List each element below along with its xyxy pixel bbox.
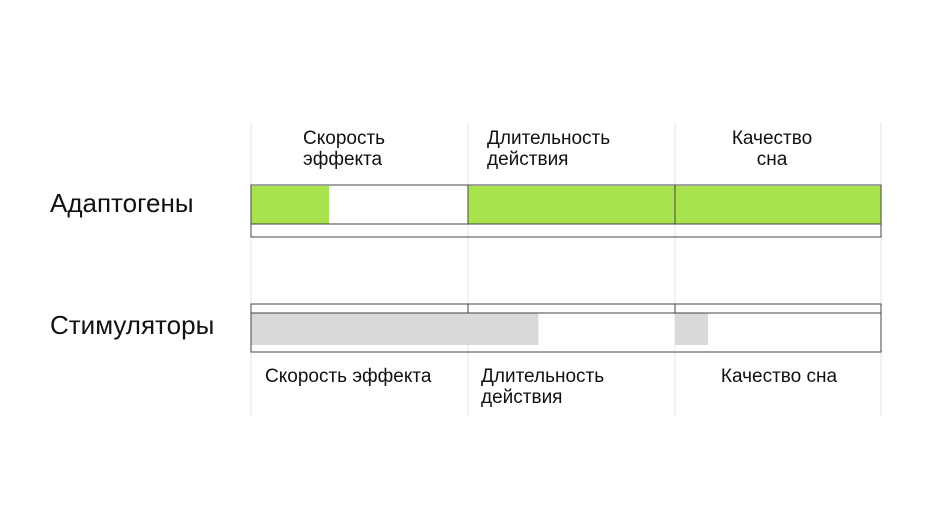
bar-stimulants-0 (251, 313, 468, 345)
row-frame-stimulants (250, 303, 882, 353)
bar-stimulants-1 (468, 313, 539, 345)
top-label-duration: Длительность действия (487, 128, 611, 170)
bar-adaptogens-2 (675, 186, 881, 224)
bar-stimulants-2 (675, 313, 708, 345)
top-label-speed: Скорость эффекта (303, 128, 386, 170)
series-label-adaptogens: Адаптогены (50, 188, 194, 218)
top-label-sleep: Качество сна (731, 128, 813, 170)
series-label-stimulants: Стимуляторы (50, 310, 215, 340)
bar-adaptogens-1 (468, 186, 675, 224)
bottom-label-sleep: Качество сна (720, 366, 838, 387)
bottom-label-duration: Длительность действия (481, 366, 605, 408)
bottom-label-speed: Скорость эффекта (265, 366, 432, 387)
bar-adaptogens-0 (251, 186, 330, 224)
row-frame-adaptogens (250, 184, 882, 238)
